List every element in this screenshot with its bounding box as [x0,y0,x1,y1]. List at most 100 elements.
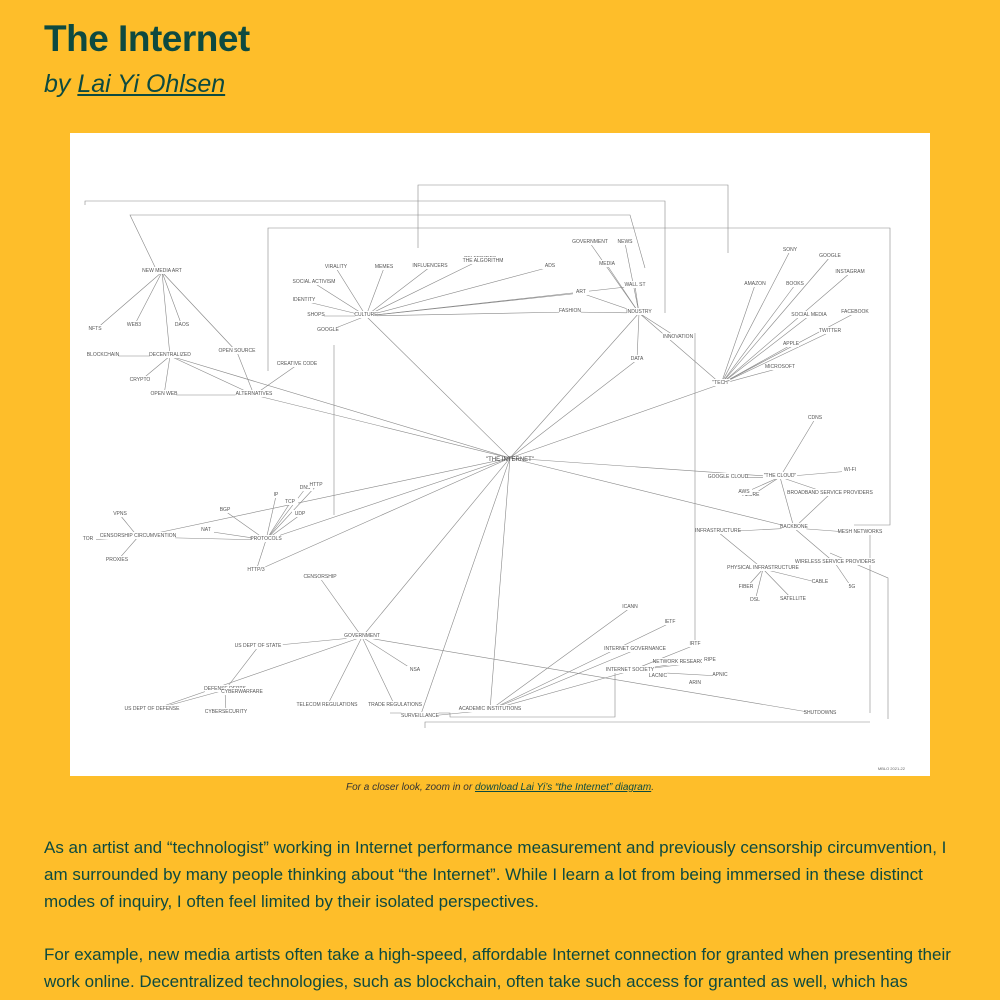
diagram-node-label: CENSORSHIP CIRCUMVENTION [100,533,177,539]
diagram-node-label: WALL ST [624,282,645,288]
diagram-edge [365,266,551,317]
diagram-edge [793,527,836,564]
diagram-center-edge [255,457,511,572]
diagram-node-bg [559,307,581,314]
diagram-node-label: AMAZON [744,281,766,287]
diagram-node-label: WI-FI [844,467,856,473]
diagram-node-bg [727,564,799,571]
diagram-node-label: FACEBOOK [841,309,869,315]
diagram-node-label: PROTOCOLS [250,536,282,542]
diagram-edge [720,331,831,385]
diagram-edge [265,502,291,541]
diagram-edge [365,266,431,317]
diagram-node-bg [355,311,377,318]
diagram-node-label: NAT [201,527,211,533]
diagram-node-label: SONY [783,247,798,253]
diagram-center-edge [509,383,722,459]
diagram-node-bg [205,708,247,715]
diagram-node-bg [174,321,190,328]
diagram-edge [489,649,636,711]
diagram-node-bg [401,712,439,719]
diagram-node-bg [820,252,840,259]
diagram-edge [489,622,671,711]
diagram-edge [169,355,255,396]
diagram-node-label: ICANN [622,604,638,610]
diagram-center-edge [419,457,511,718]
diagram-node-bg [106,556,128,563]
diagram-node-label: ARIN [689,680,701,686]
diagram-node-label: MESH NETWORKS [838,529,883,535]
diagram-node-label: PHYSICAL INFRASTRUCTURE [727,565,799,571]
diagram-node-bg [781,523,807,530]
diagram-edge [163,355,171,396]
diagram-node-bg [712,671,728,678]
diagram-node-bg [124,705,180,712]
diagram-edge [624,242,640,314]
diagram-node-label: MEMES [375,264,394,270]
diagram-node-bg [282,498,298,505]
diagram-node-bg [80,535,96,542]
diagram-node-label: GOOGLE [819,253,841,259]
diagram-node-label: SHOPS [307,312,325,318]
diagram-edge [589,242,640,314]
download-diagram-link[interactable]: download Lai Yi’s “the Internet” diagram [474,782,652,793]
diagram-node-bg [787,280,803,287]
diagram-edge [361,636,821,715]
diagram-node-bg [782,246,798,253]
diagram-edge [319,577,363,638]
diagram-node-bg [100,532,176,539]
diagram-node-label: UDP [295,511,306,517]
diagram-node-label: ADS [545,263,556,269]
diagram-node-label: DATA [631,356,644,362]
diagram-node-bg [297,701,357,708]
diagram-node-label: VPNS [113,511,127,517]
diagram-node-label: IP [274,492,279,498]
diagram-node-bg [87,351,119,358]
diagram-node-bg [87,325,103,332]
caption-prefix: For a closer look, zoom in or [346,782,473,793]
diagram-node-label: "THE CLOUD" [764,473,797,479]
diagram-node-bg [308,311,324,318]
diagram-node-label: INFRASTRUCTURE [695,528,741,534]
diagram-edge [313,282,367,317]
diagram-node-label: ALTERNATIVES [236,391,273,397]
intro-paragraph: As an artist and “technologist” working … [44,838,947,911]
diagram-node-bg [687,679,703,686]
diagram-node-label: DECENTRALIZED [149,352,191,358]
diagram-node-bg [605,645,665,652]
diagram-node-label: 5G [849,584,856,590]
diagram-edge [365,285,636,317]
diagram-edge [720,312,856,385]
diagram-node-label: NSA [410,667,421,673]
diagram-node-bg [112,510,128,517]
diagram-node-bg [291,296,317,303]
diagram-edge [161,271,183,327]
diagram-node-bg [662,333,694,340]
diagram-node-label: BACKBONE [780,524,808,530]
diagram-node-label: NEW MEDIA ART [142,268,182,274]
diagram-node-label: CENSORSHIP [303,574,337,580]
diagram-node-label: CYBERWARFARE [221,689,263,695]
diagram-edge [779,418,816,478]
diagram-node-label: CRYPTO [130,377,151,383]
diagram-node-label: DAOS [175,322,190,328]
diagram-node-bg [836,268,864,275]
example-paragraph: For example, new media artists often tak… [44,945,951,991]
diagram-edge [224,646,259,691]
author-link[interactable]: Lai Yi Ohlsen [77,70,226,98]
diagram-edge [720,344,792,385]
diagram-node-bg [626,308,652,315]
diagram-connector [417,184,729,253]
diagram-edge [94,271,163,331]
caption-suffix: . [651,782,654,793]
diagram-node-bg [462,257,504,264]
diagram-node-label: FASHION [559,308,581,314]
diagram-node-label: "TECH" [712,380,729,386]
diagram-node-label: IETF [665,619,676,625]
diagram-node-label: GOOGLE CLOUD [708,474,749,480]
diagram-node-bg [648,672,668,679]
diagram-edge [335,267,367,317]
diagram-node-label: NFTS [88,326,102,332]
diagram-node-bg [297,484,313,491]
diagram-edge [255,539,267,572]
